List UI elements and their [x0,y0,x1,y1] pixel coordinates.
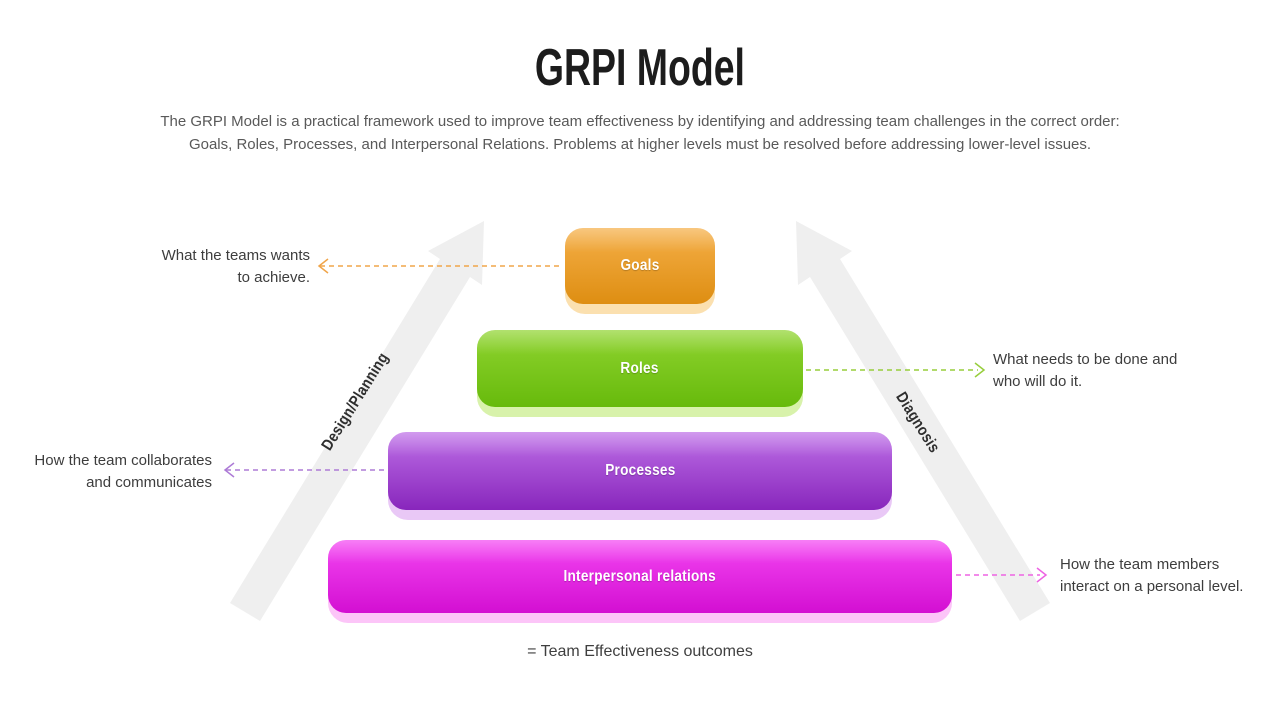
roles-bar: Roles [477,330,803,417]
page-title: GRPI Model [534,39,746,97]
goals-bar-label: Goals [620,257,660,274]
goals-connector-arrowhead-icon [317,258,329,274]
interpersonal-connector-arrowhead-icon [1036,567,1048,583]
goals-bar: Goals [565,228,715,314]
design-planning-label: Design/Planning [318,349,393,454]
goals-bar-face: Goals [565,228,715,304]
processes-bar-face: Processes [388,432,892,510]
interpersonal-annotation: How the team members interact on a perso… [1060,554,1243,598]
roles-connector-arrowhead-icon [974,362,986,378]
roles-bar-face: Roles [477,330,803,407]
interpersonal-relations-bar: Interpersonal relations [328,540,952,623]
processes-annotation-line-1: How the team collaborates [34,452,212,469]
subtitle-line-2: Goals, Roles, Processes, and Interperson… [188,136,1092,153]
diagnosis-label: Diagnosis [892,389,943,457]
goals-annotation: What the teams wants to achieve. [162,245,310,289]
processes-bar: Processes [388,432,892,520]
goals-annotation-line-2: to achieve. [237,269,310,286]
title-row: GRPI Model [0,38,1280,98]
subtitle: The GRPI Model is a practical framework … [70,110,1210,156]
processes-annotation: How the team collaborates and communicat… [34,450,212,494]
roles-annotation-line-2: who will do it. [993,373,1083,390]
subtitle-line-1: The GRPI Model is a practical framework … [160,113,1120,130]
interpersonal-relations-bar-face: Interpersonal relations [328,540,952,613]
interpersonal-annotation-line-2: interact on a personal level. [1060,578,1244,595]
footer-note: = Team Effectiveness outcomes [527,643,753,660]
roles-annotation: What needs to be done and who will do it… [993,349,1177,393]
roles-bar-label: Roles [620,359,660,377]
processes-bar-label: Processes [604,462,676,479]
interpersonal-relations-bar-label: Interpersonal relations [563,567,717,585]
roles-annotation-line-1: What needs to be done and [993,351,1178,368]
interpersonal-annotation-line-1: How the team members [1060,556,1220,573]
processes-connector-arrowhead-icon [223,462,235,478]
goals-annotation-line-1: What the teams wants [161,247,310,264]
processes-annotation-line-2: and communicates [86,474,212,491]
